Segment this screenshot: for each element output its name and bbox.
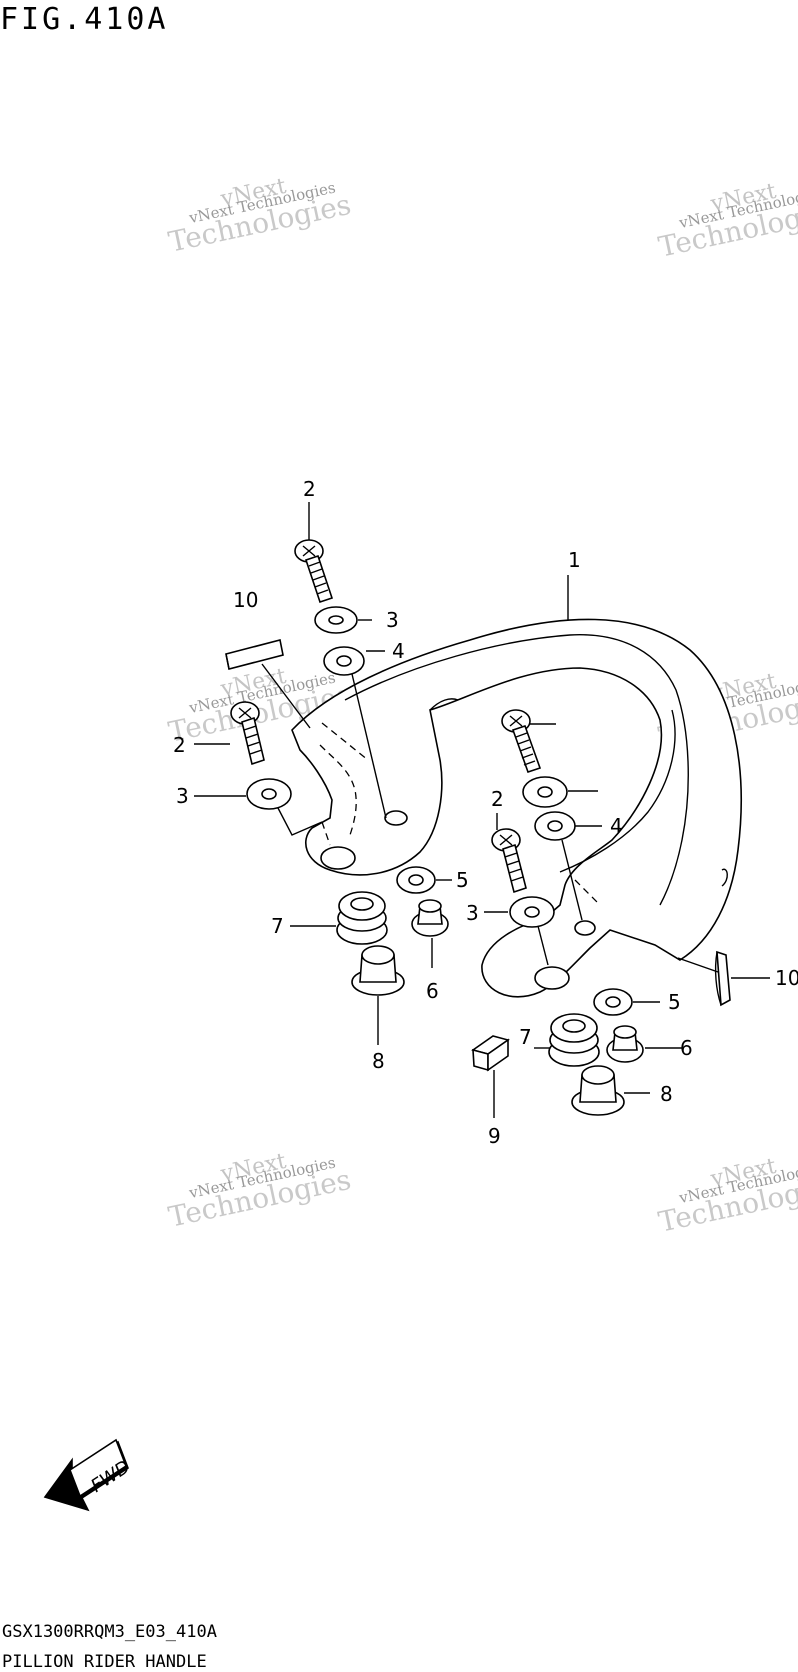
bolt-part	[294, 539, 334, 604]
grommet-part	[548, 1013, 600, 1067]
callout-2: 2	[491, 787, 504, 811]
callout-2: 2	[303, 477, 316, 501]
collar-part	[571, 1065, 625, 1116]
nut-part	[606, 1025, 644, 1063]
figure-title: FIG.410A	[0, 2, 169, 37]
callout-2: 2	[173, 733, 186, 757]
callout-5: 5	[456, 868, 469, 892]
figure-name: PILLION RIDER HANDLE	[2, 1652, 207, 1672]
washer-part	[593, 988, 633, 1016]
callout-10: 10	[233, 588, 258, 612]
bolt-part	[230, 701, 265, 766]
callout-10: 10	[775, 966, 798, 990]
callout-4: 4	[392, 639, 405, 663]
fwd-arrow-icon: FWD	[43, 1438, 134, 1512]
callout-6: 6	[426, 979, 439, 1003]
washer-part	[534, 811, 576, 841]
callout-1: 1	[568, 548, 581, 572]
block-part	[471, 1035, 510, 1072]
washer-part	[522, 776, 568, 808]
figure-code: GSX1300RRQM3_E03_410A	[2, 1622, 217, 1642]
callout-5: 5	[668, 990, 681, 1014]
bolt-part	[491, 828, 527, 894]
callout-7: 7	[519, 1025, 532, 1049]
washer-part	[246, 778, 292, 810]
callout-3: 3	[176, 784, 189, 808]
washer-part	[396, 866, 436, 894]
callout-3: 3	[386, 608, 399, 632]
callout-6: 6	[680, 1036, 693, 1060]
callout-7: 7	[271, 914, 284, 938]
callout-8: 8	[660, 1082, 673, 1106]
washer-part	[509, 896, 555, 928]
nut-part	[411, 899, 449, 937]
leader-lines	[194, 502, 770, 1118]
washer-part	[314, 606, 358, 634]
callout-3: 3	[466, 901, 479, 925]
pillion-handle-part	[291, 618, 742, 998]
bolt-part	[501, 709, 542, 774]
callout-9: 9	[488, 1124, 501, 1148]
grommet-part	[336, 891, 388, 945]
label-tag-part	[714, 950, 731, 1007]
callout-8: 8	[372, 1049, 385, 1073]
callout-4: 4	[610, 814, 623, 838]
washer-part	[323, 646, 365, 676]
label-tag-part	[225, 639, 284, 670]
collar-part	[351, 945, 405, 996]
